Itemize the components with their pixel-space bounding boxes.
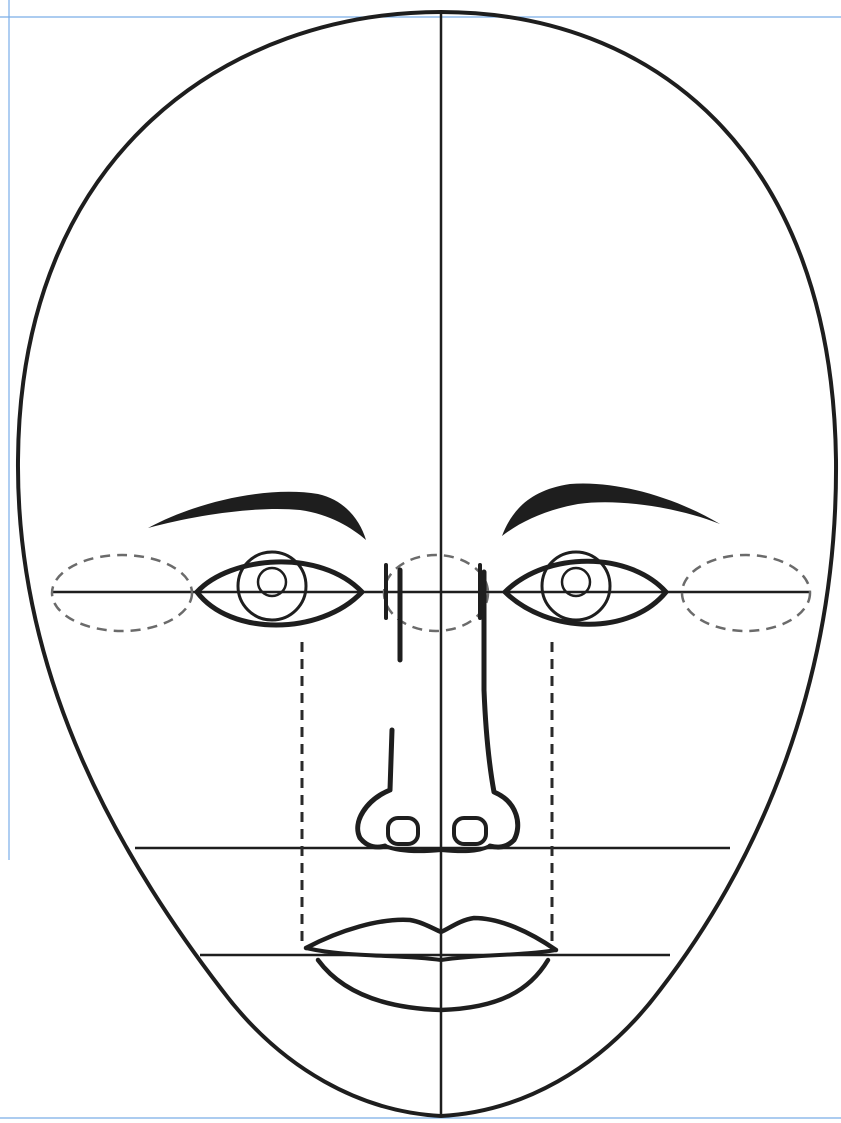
- left-eye: [197, 552, 362, 625]
- right-eye: [505, 552, 666, 624]
- head-outline: [18, 12, 836, 1116]
- right-nostril: [454, 818, 486, 844]
- pupil-to-mouth-guides: [302, 642, 552, 945]
- mouth: [306, 918, 556, 1010]
- lower-lip: [318, 960, 548, 1010]
- left-eyebrow: [148, 492, 366, 540]
- nose-left-side: [358, 570, 400, 847]
- nose: [358, 570, 518, 851]
- left-nostril: [388, 818, 418, 844]
- nose-right-side: [484, 572, 518, 847]
- upper-lip: [306, 918, 556, 950]
- right-eyebrow: [502, 483, 720, 536]
